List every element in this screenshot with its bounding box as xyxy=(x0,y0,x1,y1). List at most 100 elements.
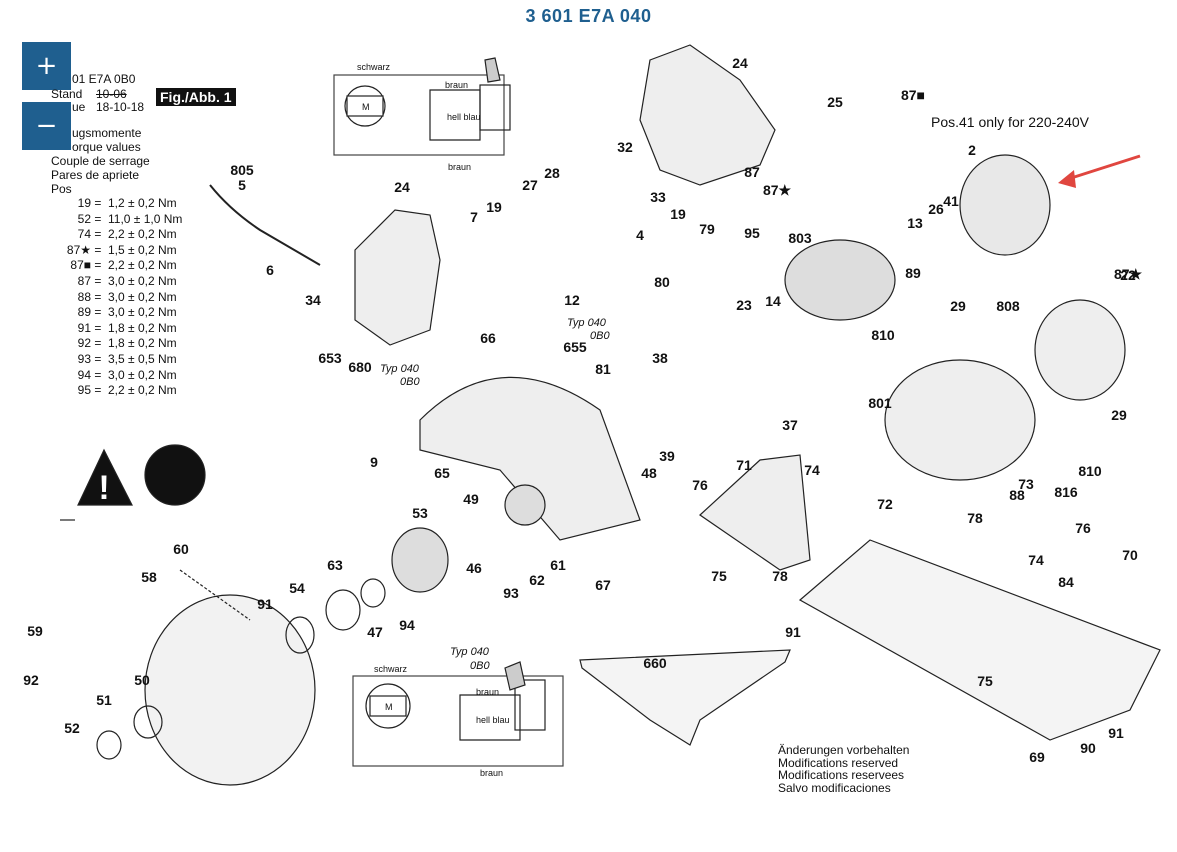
figure-label: Fig./Abb. 1 xyxy=(156,88,236,106)
torque-value: = 1,5 ± 0,2 Nm xyxy=(91,242,177,257)
part-number-38: 38 xyxy=(652,350,668,366)
part-number-4: 4 xyxy=(636,227,644,243)
wire-label-braun-4: braun xyxy=(480,768,503,778)
part-number-66: 66 xyxy=(480,330,496,346)
part-number-74: 74 xyxy=(804,462,820,478)
part-number-73: 73 xyxy=(1018,476,1034,492)
torque-pos: 92 xyxy=(77,336,91,351)
angle-bracket xyxy=(699,454,811,571)
part-number-58: 58 xyxy=(141,569,157,585)
torque-heading-4: Pares de apriete xyxy=(51,168,140,182)
torque-row: 88 = 3,0 ± 0,2 Nm xyxy=(51,290,177,304)
red-arrow xyxy=(1064,154,1141,182)
part-number-95: 95 xyxy=(744,225,760,241)
torque-pos: 95 xyxy=(77,383,91,398)
part-number-87: 87★ xyxy=(763,182,792,198)
part-number-810: 810 xyxy=(1078,463,1102,479)
power-cable xyxy=(209,184,321,266)
part-number-19: 19 xyxy=(486,199,502,215)
torque-value: = 3,5 ± 0,5 Nm xyxy=(91,352,177,366)
motor-label-2: M xyxy=(385,702,393,712)
torque-value: = 11,0 ± 1,0 Nm xyxy=(91,211,183,226)
footer-note-fr: Modifications reservees xyxy=(778,768,905,782)
torque-row: 87■ = 2,2 ± 0,2 Nm xyxy=(51,258,177,273)
wire-label-braun-2: braun xyxy=(448,162,471,172)
part-number-34: 34 xyxy=(305,292,321,308)
part-number-65: 65 xyxy=(434,465,450,481)
part-number-75: 75 xyxy=(977,673,993,689)
part-number-63: 63 xyxy=(327,557,343,573)
page-title: 3 601 E7A 040 xyxy=(525,6,652,26)
part-number-84: 84 xyxy=(1058,574,1074,590)
armature xyxy=(784,239,896,321)
part-number-87: 87★ xyxy=(1114,266,1143,282)
gear xyxy=(504,484,546,526)
base-plate xyxy=(798,539,1161,741)
torque-value: = 1,2 ± 0,2 Nm xyxy=(91,196,177,210)
torque-value: = 2,2 ± 0,2 Nm xyxy=(91,227,177,242)
part-number-660: 660 xyxy=(643,655,667,671)
part-number-53: 53 xyxy=(412,505,428,521)
footer-note-en: Modifications reserved xyxy=(778,755,899,770)
motor-label: M xyxy=(362,102,370,112)
torque-row: 74 = 2,2 ± 0,2 Nm xyxy=(51,227,177,241)
footer-notes: Änderungen vorbehalten Modifications res… xyxy=(778,744,909,794)
part-number-91: 91 xyxy=(257,596,273,612)
part-number-71: 71 xyxy=(736,457,752,473)
typ-code-bottom: 0B0 xyxy=(470,660,490,672)
flange-50 xyxy=(133,705,163,739)
wire-label-hellblau-2: hell blau xyxy=(476,715,510,725)
part-number-90: 90 xyxy=(1080,740,1096,756)
part-number-51: 51 xyxy=(96,692,112,708)
stand-date: 10-06 xyxy=(96,87,127,101)
part-number-62: 62 xyxy=(529,572,545,588)
part-number-5: 5 xyxy=(238,177,246,193)
torque-value: = 3,0 ± 0,2 Nm xyxy=(91,274,177,288)
part-number-60: 60 xyxy=(173,541,189,557)
torque-row: 89 = 3,0 ± 0,2 Nm xyxy=(51,305,177,319)
torque-value: = 2,2 ± 0,2 Nm xyxy=(91,258,177,273)
part-number-79: 79 xyxy=(699,221,715,237)
wiring-schematic-top xyxy=(333,57,511,156)
torque-row: 95 = 2,2 ± 0,2 Nm xyxy=(51,383,177,397)
part-number-93: 93 xyxy=(503,585,519,601)
zoom-in-button[interactable]: + xyxy=(22,42,71,90)
part-number-91: 91 xyxy=(1108,725,1124,741)
part-number-72: 72 xyxy=(877,496,893,512)
part-number-801: 801 xyxy=(868,395,892,411)
part-number-37: 37 xyxy=(782,417,798,433)
torque-value: = 3,0 ± 0,2 Nm xyxy=(91,367,177,382)
torque-value: = 1,8 ± 0,2 Nm xyxy=(91,320,177,335)
torque-pos: 74 xyxy=(77,227,91,242)
footer-note-es: Salvo modificaciones xyxy=(778,780,891,795)
part-number-89: 89 xyxy=(905,265,921,281)
part-number-655: 655 xyxy=(563,339,587,355)
part-number-50: 50 xyxy=(134,672,150,688)
torque-heading-3: Couple de serrage xyxy=(51,154,150,168)
torque-row: 92 = 1,8 ± 0,2 Nm xyxy=(51,336,177,350)
part-number-28: 28 xyxy=(544,165,560,181)
part-number-92: 92 xyxy=(23,672,39,688)
torque-pos: 89 xyxy=(77,305,91,320)
torque-pos: 91 xyxy=(77,320,91,335)
part-number-59: 59 xyxy=(27,623,43,639)
part-number-76: 76 xyxy=(1075,520,1091,536)
typ-label-bottom: Typ 040 xyxy=(450,646,490,658)
zoom-out-button[interactable]: − xyxy=(22,102,71,150)
torque-pos: 52 xyxy=(77,211,91,226)
part-number-54: 54 xyxy=(289,580,305,596)
wiring-schematic-bottom xyxy=(352,661,564,767)
part-number-70: 70 xyxy=(1122,547,1138,563)
torque-heading-5: Pos xyxy=(51,182,72,196)
part-number-39: 39 xyxy=(659,448,675,464)
torque-pos: 87 xyxy=(77,274,91,288)
part-number-23: 23 xyxy=(736,297,752,313)
part-number-7: 7 xyxy=(470,209,478,225)
warning-triangle xyxy=(77,448,133,506)
part-number-52: 52 xyxy=(64,720,80,736)
warning-exclamation: ! xyxy=(98,469,109,507)
part-number-88: 88 xyxy=(1009,487,1025,503)
torque-row: 93 = 3,5 ± 0,5 Nm xyxy=(51,352,177,366)
flange-51 xyxy=(96,730,122,760)
